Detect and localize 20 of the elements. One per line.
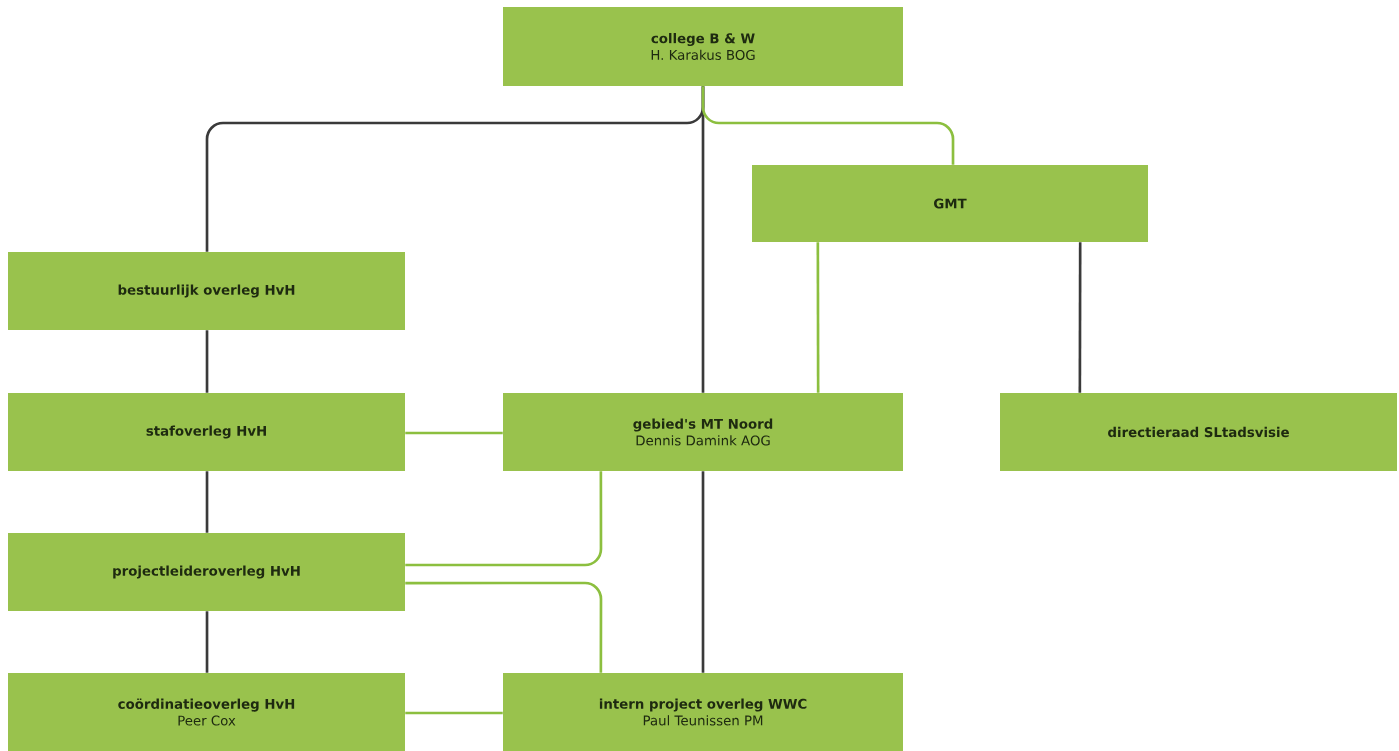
connector-line <box>405 711 503 715</box>
connector-line <box>701 86 955 165</box>
org-box: bestuurlijk overleg HvH <box>8 252 405 330</box>
org-box: directieraad SLtadsvisie <box>1000 393 1397 471</box>
connector-line <box>701 471 705 673</box>
connector-line <box>405 471 603 567</box>
org-box: intern project overleg WWC Paul Teunissen PM <box>503 673 903 751</box>
org-box: college B & W H. Karakus BOG <box>503 7 903 86</box>
connector-line <box>1078 242 1082 393</box>
org-box: stafoverleg HvH <box>8 393 405 471</box>
connector-line <box>205 330 209 393</box>
connector-line <box>405 581 603 673</box>
org-box: coördinatieoverleg HvH Peer Cox <box>8 673 405 751</box>
connector-line <box>205 611 209 673</box>
connector-line <box>205 471 209 533</box>
org-box: gebied's MT Noord Dennis Damink AOG <box>503 393 903 471</box>
connector-line <box>816 242 820 393</box>
connector-line <box>405 431 503 435</box>
org-box: projectleideroverleg HvH <box>8 533 405 611</box>
org-box: GMT <box>752 165 1148 242</box>
